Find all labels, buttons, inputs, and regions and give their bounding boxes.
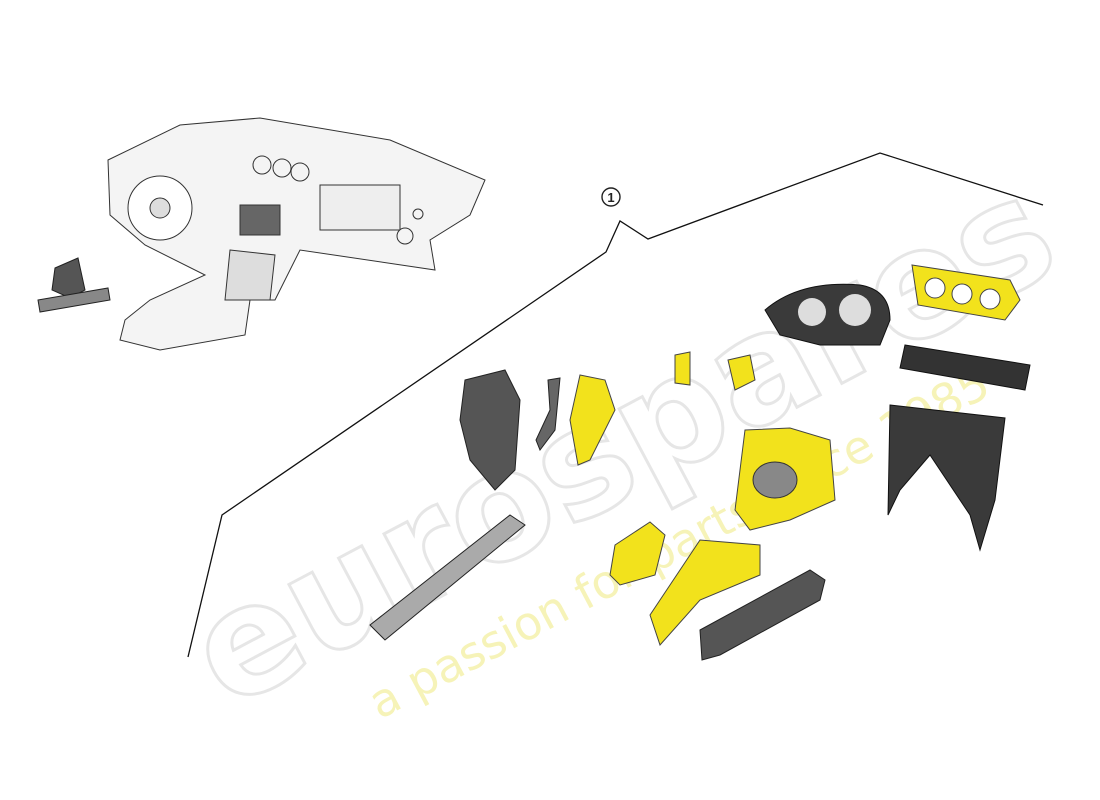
dashboard-overview-illustration — [107, 117, 486, 351]
center-console-yellow — [734, 427, 836, 531]
handbrake-cover — [699, 569, 826, 661]
instrument-cluster-bezel — [764, 283, 891, 346]
sill-plate — [369, 514, 526, 641]
switch-trim-yellow — [674, 351, 691, 386]
callout-1: 1 — [601, 187, 621, 207]
side-vent-part — [37, 257, 111, 313]
side-trim-dark — [459, 369, 521, 491]
vent-trim-yellow — [911, 264, 1021, 321]
door-trim-yellow — [569, 374, 616, 466]
callout-leader-line — [187, 152, 1044, 658]
armrest-trim-yellow — [609, 521, 666, 586]
tunnel-trim-yellow — [649, 539, 761, 646]
a-pillar-trim — [535, 377, 561, 452]
callout-label: 1 — [607, 190, 614, 205]
knob-trim-yellow — [727, 354, 756, 391]
glovebox-panel — [899, 344, 1031, 391]
center-stack-frame — [887, 404, 1006, 552]
